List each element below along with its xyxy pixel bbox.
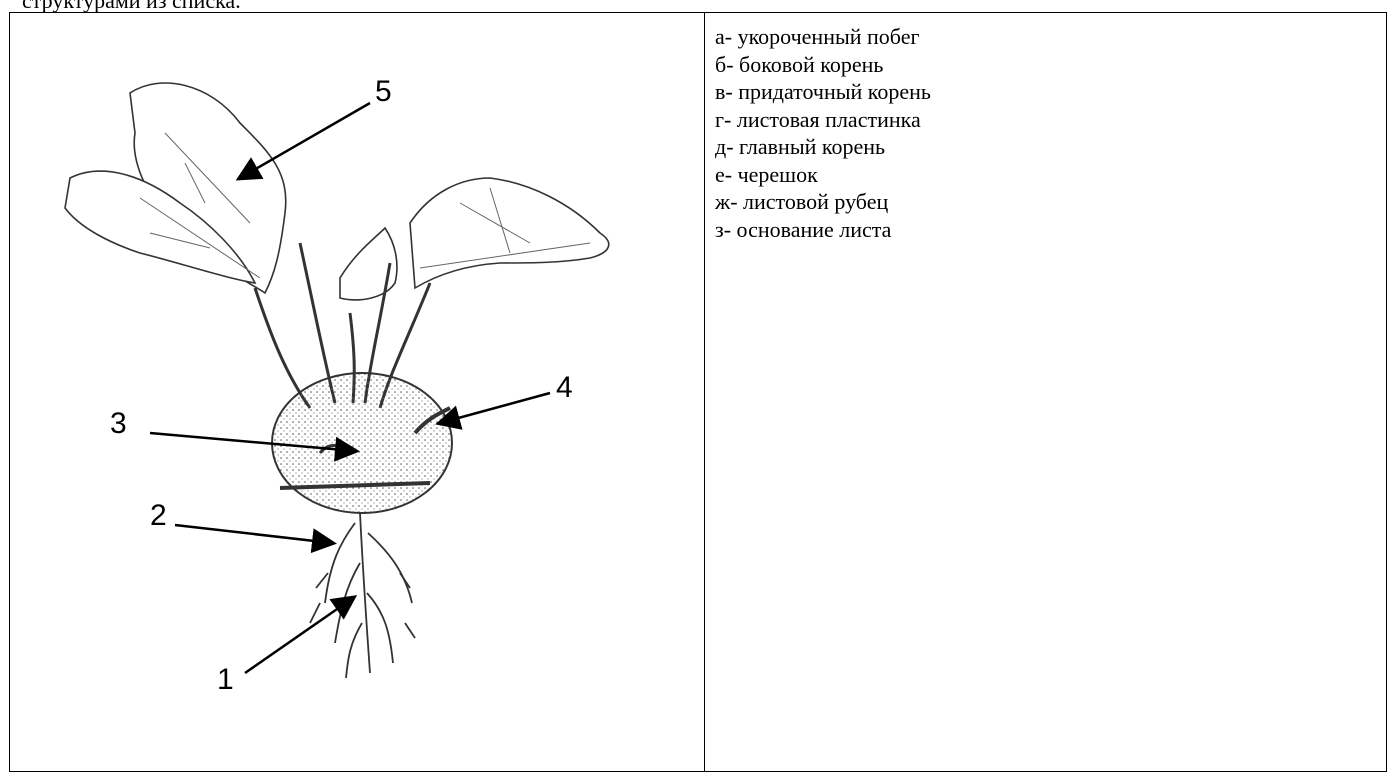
column-divider [704, 13, 705, 771]
option-z: з- основание листа [715, 216, 1375, 244]
task-instruction-fragment: структурами из списка. [22, 0, 241, 12]
option-v: в- придаточный корень [715, 78, 1375, 106]
figure-cell: 5 4 3 2 1 [10, 13, 704, 771]
option-e: е- черешок [715, 161, 1375, 189]
callout-number-3: 3 [110, 407, 127, 440]
callout-number-4: 4 [556, 371, 573, 404]
option-zh: ж- листовой рубец [715, 188, 1375, 216]
root-system [310, 513, 415, 678]
callout-number-1: 1 [217, 663, 234, 696]
option-a: а- укороченный побег [715, 23, 1375, 51]
kohlrabi-plant-illustration: 5 4 3 2 1 [10, 13, 704, 758]
answer-options-list: а- укороченный побег б- боковой корень в… [715, 23, 1375, 243]
option-b: б- боковой корень [715, 51, 1375, 79]
callout-number-2: 2 [150, 499, 167, 532]
leaf-left-large [65, 83, 286, 293]
callout-number-5: 5 [375, 75, 392, 108]
leaf-right-large [340, 178, 609, 300]
option-g: г- листовая пластинка [715, 106, 1375, 134]
task-table: 5 4 3 2 1 а- укороченный побег б- боково… [9, 12, 1387, 772]
kohlrabi-tuber [272, 373, 452, 513]
option-d: д- главный корень [715, 133, 1375, 161]
